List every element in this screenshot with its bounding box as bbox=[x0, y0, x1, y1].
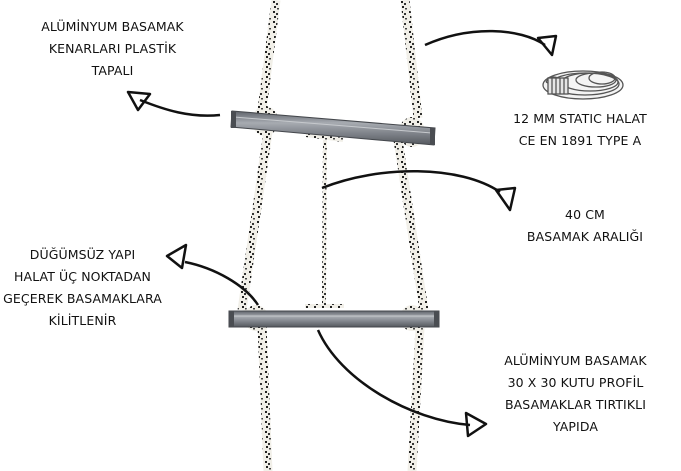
label-knotless-structure: DÜĞÜMSÜZ YAPI HALAT ÜÇ NOKTADAN GEÇEREK … bbox=[3, 247, 162, 328]
right-rope bbox=[393, 0, 429, 471]
label-static-rope: 12 MM STATIC HALAT CE EN 1891 TYPE A bbox=[513, 111, 647, 148]
label-rung-spacing: 40 CM BASAMAK ARALIĞI bbox=[526, 207, 644, 244]
bottom-rung bbox=[228, 310, 440, 328]
top-rung bbox=[230, 110, 436, 146]
spacer-cord bbox=[305, 133, 344, 308]
left-rope bbox=[237, 0, 281, 471]
rope-coil-icon bbox=[542, 70, 624, 100]
label-box-profile-rungs: ALÜMİNYUM BASAMAK 30 X 30 KUTU PROFİL BA… bbox=[504, 353, 647, 434]
label-plastic-end-caps: ALÜMİNYUM BASAMAK KENARLARI PLASTİK TAPA… bbox=[41, 19, 184, 78]
hand-drawn-arrow-icon bbox=[126, 29, 558, 438]
